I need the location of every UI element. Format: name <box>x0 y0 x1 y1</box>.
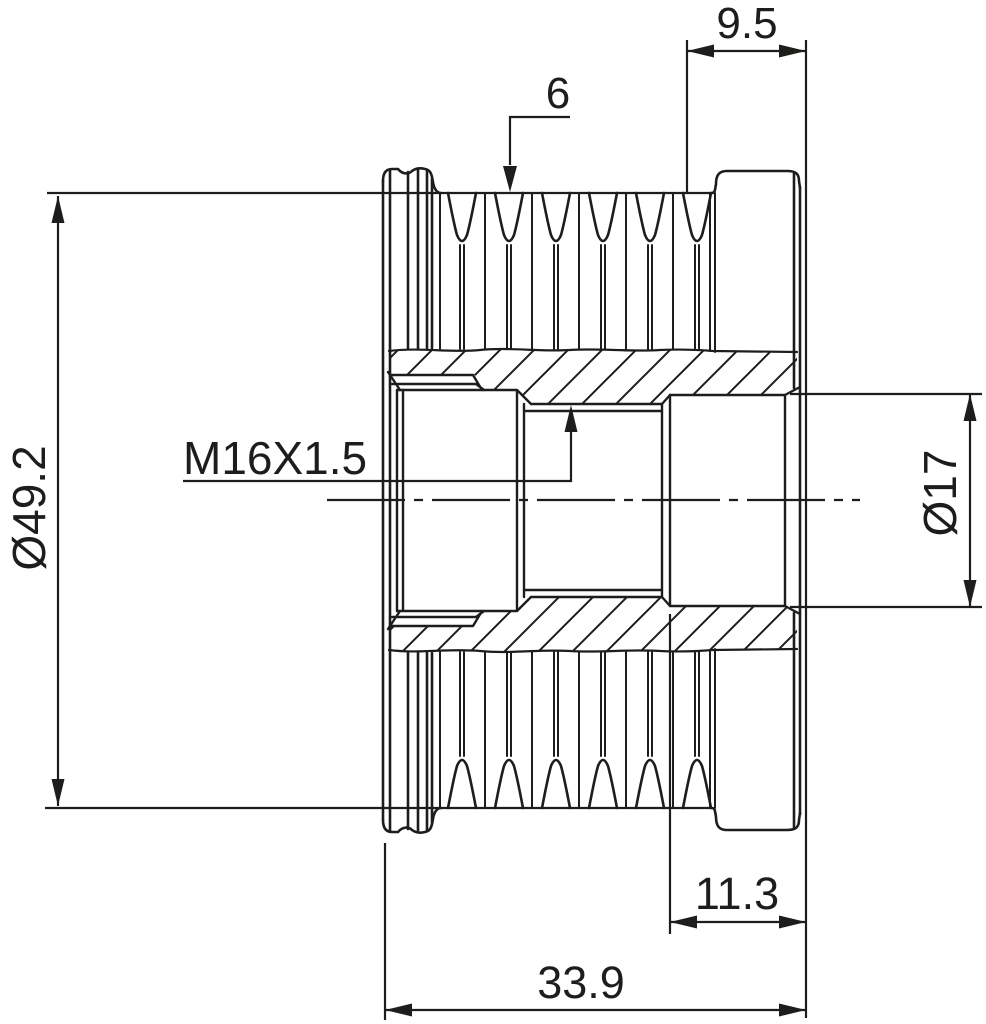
poly-v-grooves-top <box>439 191 716 353</box>
dimension-groove-count: 6 <box>503 69 570 192</box>
arrowhead <box>51 196 65 223</box>
dimension-outer-diameter: Ø49.2 <box>3 191 712 810</box>
hatch-band-bottom <box>390 597 797 651</box>
dimensions: 9.5 6 Ø49.2 M16X1.5 <box>3 0 982 1020</box>
poly-v-grooves-bottom <box>439 648 716 810</box>
rim-hub-boundary <box>387 347 799 654</box>
dimension-overall-length: 33.9 <box>383 843 806 1020</box>
arrowhead <box>963 394 977 421</box>
arrowhead <box>385 1003 412 1017</box>
arrowhead <box>779 1003 806 1017</box>
dimension-text: 33.9 <box>537 957 625 1008</box>
dimension-text: 11.3 <box>695 868 779 919</box>
arrowhead <box>779 44 806 58</box>
hatch-band-top <box>390 350 797 404</box>
dimension-text: Ø17 <box>914 450 966 537</box>
dimension-bore-depth: 11.3 <box>668 614 806 934</box>
arrowhead <box>779 915 806 929</box>
dimension-text: 9.5 <box>716 0 777 48</box>
dimension-text: 6 <box>546 69 570 118</box>
section-hatching <box>390 350 797 651</box>
arrowhead <box>564 405 578 432</box>
arrowhead <box>51 779 65 806</box>
arrowhead <box>503 166 517 192</box>
dimension-text: Ø49.2 <box>3 445 55 570</box>
dimension-bore-diameter: Ø17 <box>790 392 982 609</box>
leader-line <box>508 115 570 165</box>
dimension-flange-width: 9.5 <box>685 0 808 1018</box>
leader-line <box>183 431 573 483</box>
arrowhead <box>963 580 977 607</box>
arrowhead <box>687 44 714 58</box>
dimension-thread: M16X1.5 <box>183 405 578 484</box>
dimension-text: M16X1.5 <box>183 432 367 484</box>
arrowhead <box>670 915 697 929</box>
